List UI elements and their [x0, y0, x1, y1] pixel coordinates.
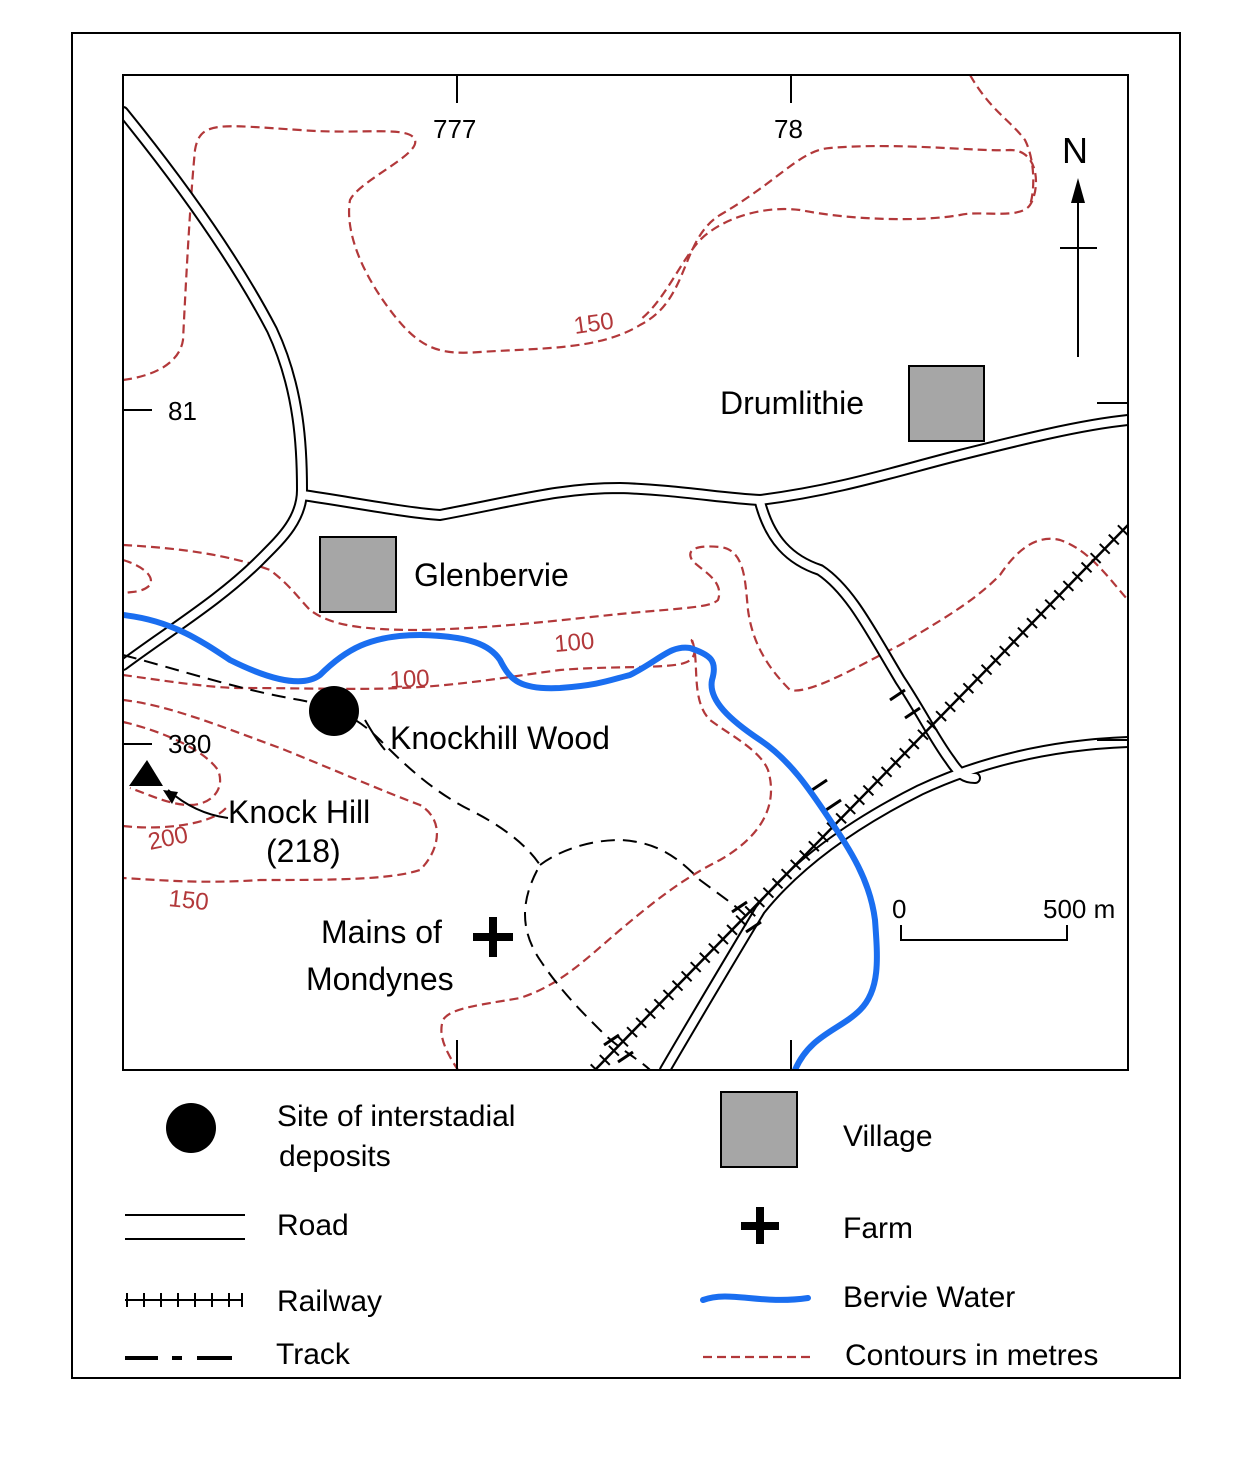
contour-200-inner	[123, 807, 227, 829]
place-label-knock-hill-height: (218)	[266, 833, 341, 869]
site-knockhill-wood-marker	[309, 686, 359, 736]
village-drumlithie-marker	[908, 365, 985, 442]
legend-site-line1: Site of interstadial	[277, 1100, 515, 1133]
village-glenbervie-marker	[319, 536, 397, 613]
legend-site-icon	[166, 1103, 216, 1153]
river-bervie-water	[123, 612, 880, 1070]
tracks	[123, 654, 746, 1070]
place-label-mondynes: Mondynes	[306, 961, 454, 997]
north-arrow: N	[1060, 130, 1097, 357]
scale-bar: 0 500 m	[892, 894, 1115, 941]
legend-village-label: Village	[843, 1120, 933, 1153]
contour-150-ne	[969, 75, 1035, 206]
contour-label-100-river: 100	[389, 665, 430, 694]
legend-contours-label: Contours in metres	[845, 1339, 1098, 1372]
grid-label-380: 380	[168, 729, 211, 759]
legend: Site of interstadial deposits Road Railw…	[125, 1091, 1098, 1372]
contour-100-river	[123, 558, 696, 690]
grid-label-78: 78	[774, 114, 803, 144]
legend-river-label: Bervie Water	[843, 1281, 1015, 1314]
legend-road-icon	[125, 1214, 245, 1240]
contour-150-north	[123, 125, 1038, 382]
place-label-glenbervie: Glenbervie	[414, 557, 569, 593]
place-label-knockhill-wood: Knockhill Wood	[390, 720, 610, 756]
legend-railway-label: Railway	[277, 1285, 382, 1318]
grid-label-81: 81	[168, 396, 197, 426]
legend-railway-icon	[125, 1293, 243, 1307]
legend-farm-icon	[741, 1207, 779, 1244]
roads	[123, 106, 1128, 1070]
contour-lines	[123, 75, 1128, 1070]
legend-road-label: Road	[277, 1209, 349, 1242]
legend-river-icon	[700, 1293, 811, 1303]
map-area	[123, 75, 1128, 1070]
grid-label-777: 777	[433, 114, 476, 144]
legend-site-line2: deposits	[279, 1140, 391, 1173]
place-label-drumlithie: Drumlithie	[720, 385, 864, 421]
scale-end-label: 500 m	[1043, 894, 1115, 924]
railway	[589, 520, 1128, 1070]
contour-river-south	[440, 639, 773, 1070]
north-label: N	[1062, 130, 1088, 171]
figure-frame	[71, 32, 1181, 1379]
contour-200	[123, 720, 222, 807]
contour-100-east	[123, 537, 1128, 692]
place-label-mains-of: Mains of	[321, 914, 442, 950]
place-label-knock-hill: Knock Hill	[228, 794, 370, 830]
contour-label-150-north: 150	[572, 308, 615, 340]
legend-farm-label: Farm	[843, 1212, 913, 1245]
north-arrow-icon	[1071, 178, 1085, 203]
legend-track-label: Track	[276, 1338, 351, 1371]
map-border	[122, 74, 1129, 1071]
scale-start-label: 0	[892, 894, 906, 924]
farm-cross-icon	[473, 917, 513, 957]
grid-ticks	[123, 75, 1128, 1070]
contour-label-100-east: 100	[553, 628, 595, 658]
summit-triangle-icon	[129, 760, 163, 786]
contour-label-150-south: 150	[167, 885, 210, 916]
legend-village-icon	[720, 1091, 798, 1168]
